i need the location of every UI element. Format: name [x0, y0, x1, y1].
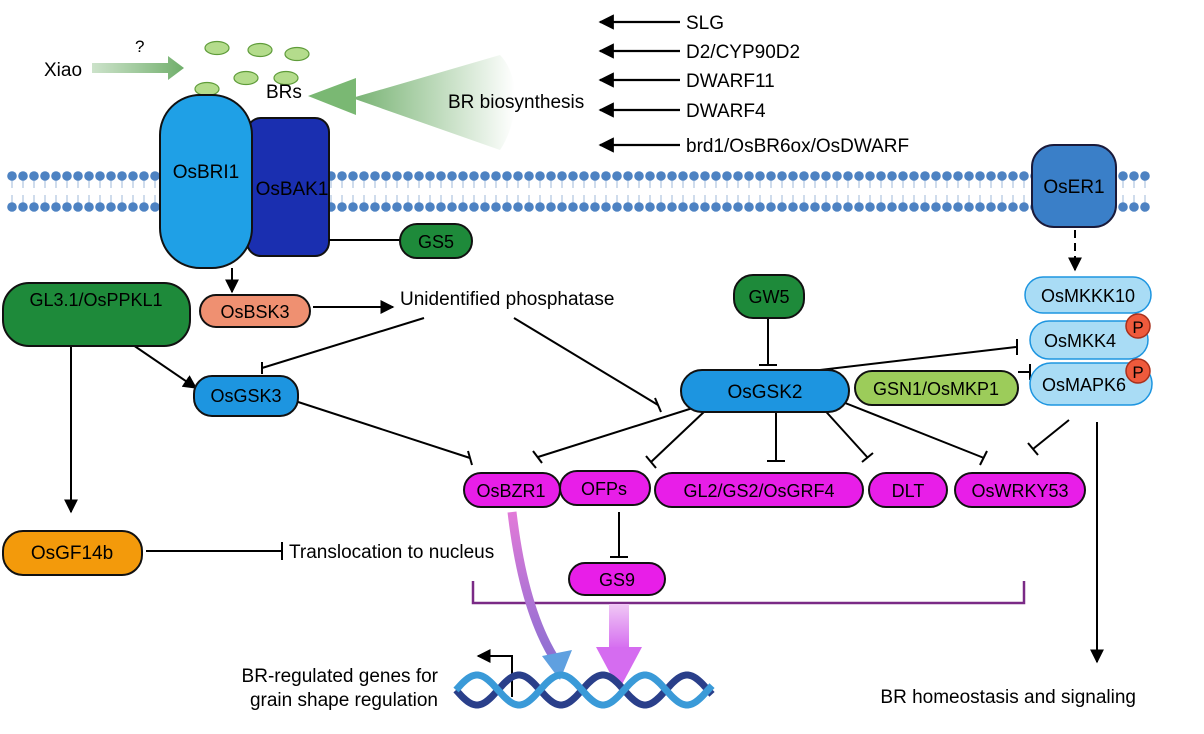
oser1-receptor [1031, 144, 1117, 228]
osgf14b-node [2, 530, 143, 576]
br-regulated-genes-line2: grain shape regulation [250, 690, 438, 711]
gs9-node [568, 562, 666, 596]
gs5-node [399, 223, 473, 259]
gs5-label: GS5 [418, 232, 454, 252]
gl2-gs2-osgrf4-label: GL2/GS2/OsGRF4 [683, 481, 834, 501]
oswrky53-node [954, 472, 1086, 508]
ofps-node [559, 470, 651, 506]
osbri1-label: OsBRI1 [173, 162, 240, 183]
gl2-gs2-osgrf4-node [654, 472, 864, 508]
gw5-label: GW5 [748, 287, 789, 307]
osmapk6-label: OsMAPK6 [1042, 375, 1126, 395]
osmapk6-node [1029, 362, 1153, 406]
targets-bracket [471, 581, 1026, 605]
br-molecules [194, 40, 310, 97]
osmkk4-label: OsMKK4 [1044, 331, 1116, 351]
oser1-label: OsER1 [1043, 177, 1104, 198]
translocation-label: Translocation to nucleus [289, 542, 494, 563]
br-biosynthesis-fan [352, 55, 515, 150]
gene-slg: SLG [686, 13, 724, 34]
osmkkk10-label: OsMKKK10 [1041, 286, 1135, 306]
osgf14b-label: OsGF14b [31, 543, 113, 564]
osgsk2-node [680, 369, 850, 413]
gene-d2-cyp90d2: D2/CYP90D2 [686, 42, 800, 63]
osmkk4-phospho-badge [1125, 313, 1151, 339]
gene-brd1: brd1/OsBR6ox/OsDWARF [686, 136, 909, 157]
br-homeostasis-label: BR homeostasis and signaling [880, 687, 1136, 708]
dna-double-helix [453, 671, 715, 709]
pathway-connectors [64, 230, 1104, 697]
osbsk3-node [199, 294, 311, 328]
osbri1-receptor [159, 94, 253, 269]
osgsk3-label: OsGSK3 [210, 386, 281, 406]
xiao-label: Xiao [44, 60, 82, 81]
gene-dwarf4: DWARF4 [686, 101, 766, 122]
osmapk6-phospho-badge [1125, 358, 1151, 384]
osbsk3-label: OsBSK3 [220, 302, 289, 322]
osmkkk10-node [1024, 276, 1152, 314]
osbzr1-nuclear-curve-arrow [507, 511, 562, 667]
xiao-arrow [92, 56, 184, 80]
osmkk4-node [1029, 320, 1149, 360]
gl31-osppkl1-label: GL3.1/OsPPKL1 [29, 290, 162, 310]
osgsk2-label: OsGSK2 [728, 382, 803, 403]
dlt-node [868, 472, 948, 508]
osmapk6-phospho-label: P [1132, 363, 1143, 382]
gene-dwarf11: DWARF11 [686, 71, 775, 92]
gsn1-osmkp1-node [854, 370, 1019, 406]
gl31-osppkl1-node [2, 282, 191, 347]
gw5-node [733, 274, 805, 319]
osgsk3-node [193, 375, 299, 417]
gsn1-osmkp1-label: GSN1/OsMKP1 [873, 379, 999, 399]
br-biosynthesis-label: BR biosynthesis [448, 92, 584, 113]
br-biosynthesis-arrowhead [308, 78, 356, 115]
osbzr1-nuclear-arrowhead [542, 650, 572, 680]
gs9-label: GS9 [599, 570, 635, 590]
gs9-nuclear-arrow-shaft [609, 604, 629, 649]
osbzr1-label: OsBZR1 [476, 481, 545, 501]
brs-label: BRs [266, 82, 302, 103]
xiao-question-mark: ? [135, 37, 144, 56]
osbak1-label: OsBAK1 [256, 179, 329, 200]
oswrky53-label: OsWRKY53 [971, 481, 1068, 501]
osmkk4-phospho-label: P [1132, 318, 1143, 337]
biosynthesis-gene-arrows [598, 14, 680, 153]
gs9-nuclear-arrowhead [596, 647, 642, 690]
dlt-label: DLT [892, 481, 925, 501]
ofps-label: OFPs [581, 479, 627, 499]
unidentified-phosphatase-label: Unidentified phosphatase [400, 289, 614, 310]
br-regulated-genes-line1: BR-regulated genes for [242, 666, 439, 687]
